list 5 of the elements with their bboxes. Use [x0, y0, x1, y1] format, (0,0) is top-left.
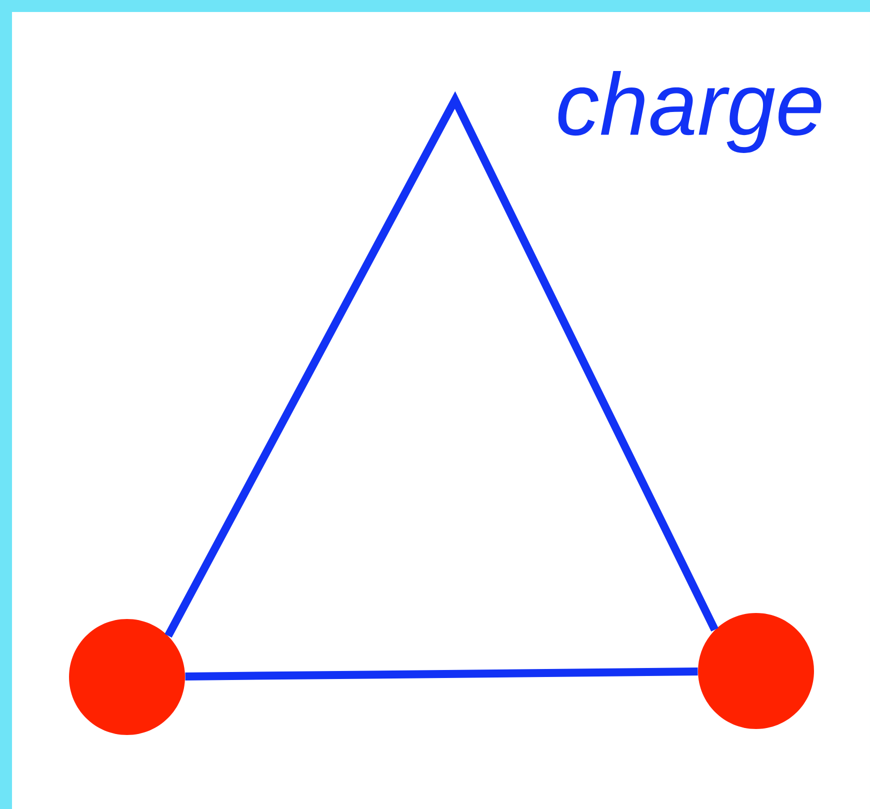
charge-dot [698, 613, 814, 729]
charge-label: charge [558, 71, 822, 153]
line [164, 91, 718, 638]
line [185, 668, 698, 680]
charge-dot [69, 619, 185, 735]
